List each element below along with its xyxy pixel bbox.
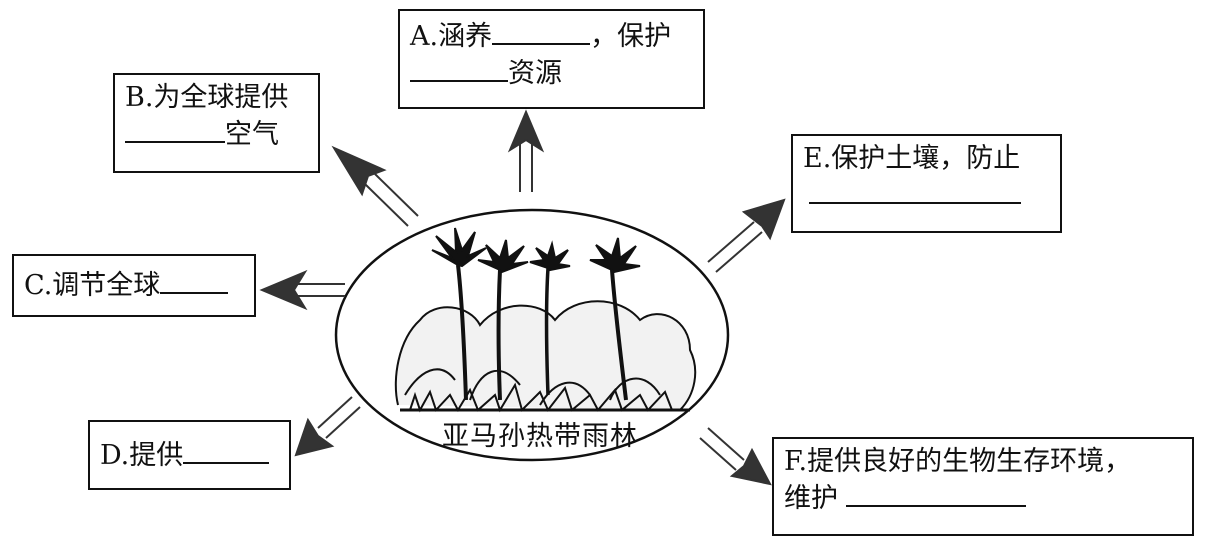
arrow-to-f xyxy=(699,427,772,486)
box-b-line1: B.为全球提供 xyxy=(125,82,289,113)
arrows xyxy=(259,109,786,486)
box-a-line2: 资源 xyxy=(508,57,562,89)
box-e-blank[interactable] xyxy=(809,176,1021,204)
box-d-prefix: D.提供 xyxy=(100,440,184,471)
box-a-suffix: ，保护 xyxy=(590,21,672,52)
box-f: F.提供良好的生物生存环境， 维护 xyxy=(772,437,1194,536)
arrow-to-e xyxy=(707,198,786,273)
arrow-to-b xyxy=(331,145,419,227)
box-d: D.提供 xyxy=(88,420,291,490)
center-label: 亚马孙热带雨林 xyxy=(442,421,638,452)
box-a: A.涵养 ，保护 资源 xyxy=(398,9,705,109)
arrow-to-a xyxy=(507,109,545,192)
forest-ellipse xyxy=(334,208,730,462)
box-a-prefix: A.涵养 xyxy=(410,21,493,52)
box-e: E.保护土壤，防止 xyxy=(791,134,1062,233)
arrow-to-c xyxy=(259,269,345,311)
box-c-blank[interactable] xyxy=(160,266,229,294)
box-b-blank[interactable] xyxy=(125,115,225,143)
box-f-blank[interactable] xyxy=(846,479,1026,507)
box-a-blank-2[interactable] xyxy=(410,54,508,82)
box-c-prefix: C.调节全球 xyxy=(24,270,161,301)
box-f-line1: F.提供良好的生物生存环境， xyxy=(784,446,1132,477)
box-b: B.为全球提供 空气 xyxy=(113,73,320,173)
box-e-line1: E.保护土壤，防止 xyxy=(803,143,1021,174)
rainforest-illustration xyxy=(394,227,697,413)
box-d-blank[interactable] xyxy=(183,436,270,464)
box-f-prefix: 维护 xyxy=(784,482,838,514)
arrow-to-d xyxy=(294,396,361,457)
box-a-blank-1[interactable] xyxy=(492,17,591,45)
box-c: C.调节全球 xyxy=(12,254,256,317)
box-b-line2: 空气 xyxy=(225,118,279,150)
